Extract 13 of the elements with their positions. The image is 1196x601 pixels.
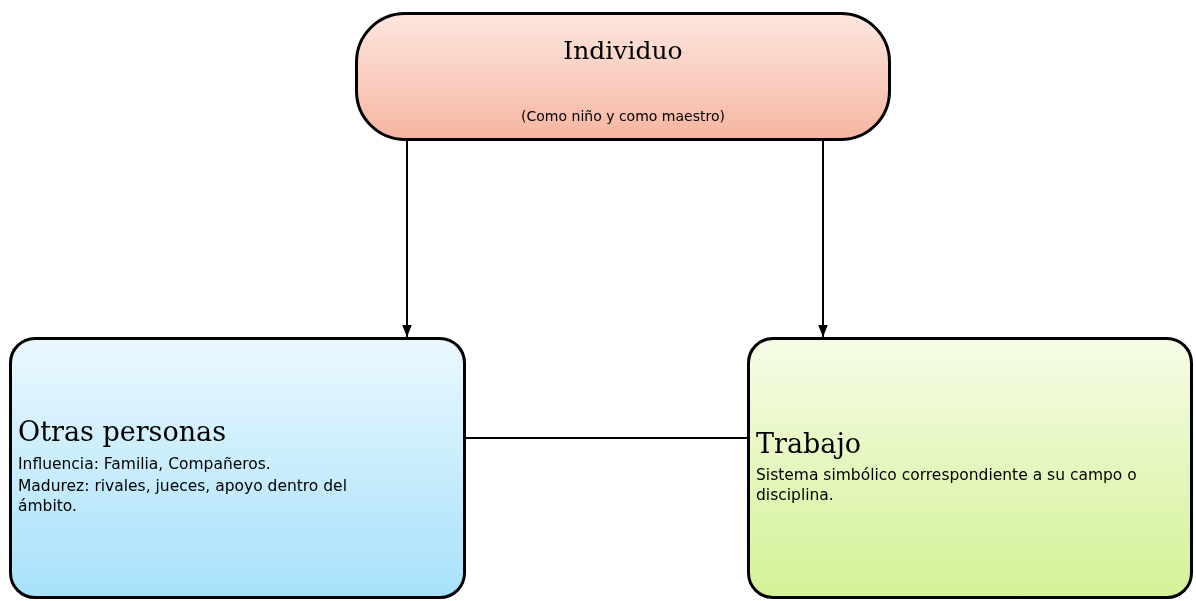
connector-line <box>465 437 748 439</box>
rounded-box <box>355 12 891 141</box>
rounded-box <box>747 337 1193 599</box>
rounded-box <box>9 337 466 599</box>
node-description: Madurez: rivales, jueces, apoyo dentro del ámbito. <box>18 476 348 517</box>
node-description: Influencia: Familia, Compañeros. <box>18 454 272 475</box>
arrow <box>402 140 412 338</box>
node-title: Otras personas <box>18 415 228 449</box>
node-title: Trabajo <box>756 427 863 461</box>
node-title: Individuo <box>562 35 684 67</box>
node-description: (Como niño y como maestro) <box>520 107 726 126</box>
arrow <box>818 140 828 338</box>
node-description: Sistema simbólico correspondiente a su campo o disciplina. <box>756 465 1138 506</box>
